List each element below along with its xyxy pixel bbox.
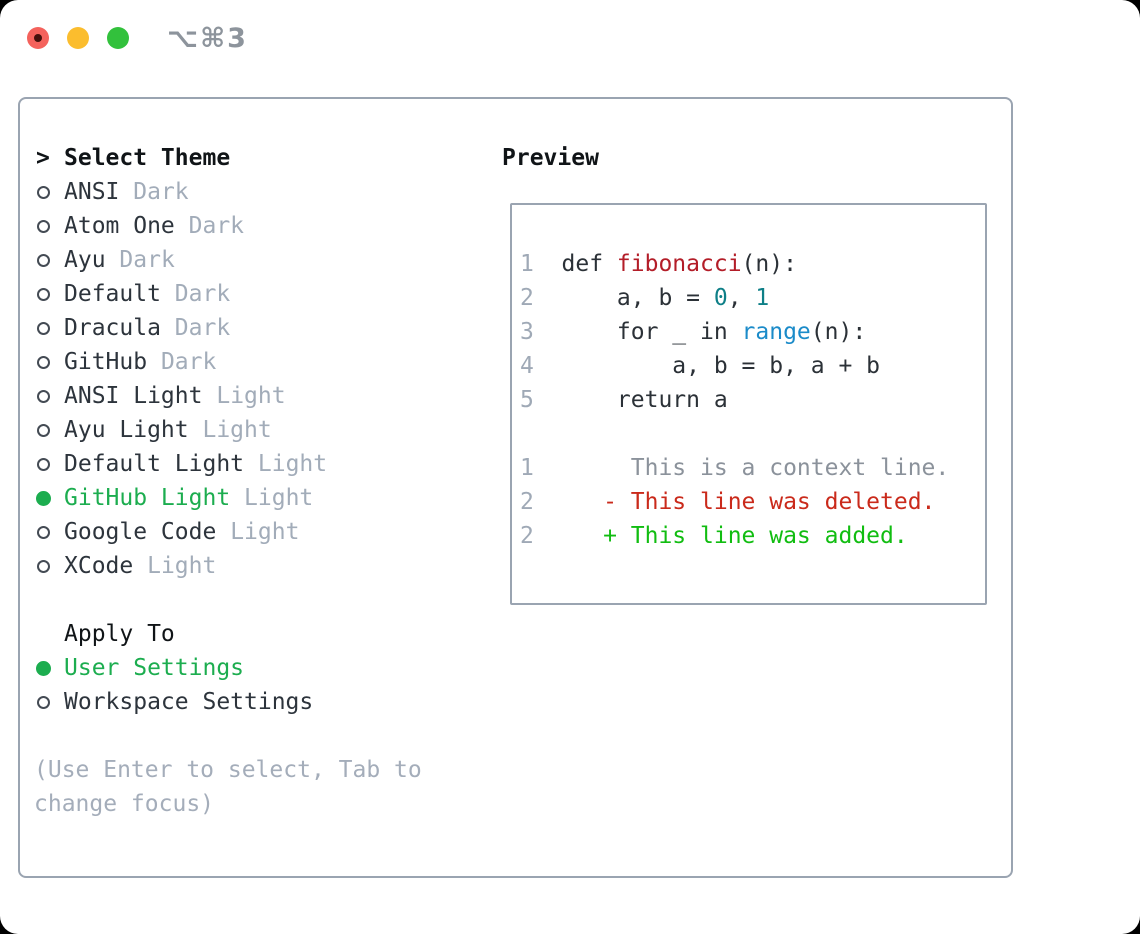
keyboard-hint-line2: change focus) (34, 791, 215, 817)
theme-variant-label: Light (230, 519, 300, 545)
radio-unselected-icon (34, 311, 64, 345)
theme-list: > Select Theme ANSI Dark Atom One Dark A… (34, 141, 422, 821)
theme-option-dracula-dark[interactable]: Dracula Dark (34, 311, 422, 345)
window-shortcut-label: ⌥⌘3 (167, 22, 248, 54)
theme-picker-panel: > Select Theme ANSI Dark Atom One Dark A… (18, 97, 1013, 878)
prompt-marker: > (34, 141, 64, 175)
radio-unselected-icon (34, 209, 64, 243)
builtin-token: range (741, 319, 811, 345)
line-number: 2 (520, 489, 534, 515)
apply-to-title: Apply To (64, 621, 175, 647)
radio-selected-icon (34, 651, 64, 685)
code-line: 2 a, b = 0, 1 (520, 281, 977, 315)
theme-variant-label: Dark (160, 349, 217, 375)
function-name-token: fibonacci (616, 251, 742, 277)
diff-context-line: 1 This is a context line. (520, 451, 977, 485)
line-number: 1 (520, 251, 534, 277)
code-line: 4 a, b = b, a + b (520, 349, 977, 383)
radio-unselected-icon (34, 515, 64, 549)
apply-option-workspace-settings[interactable]: Workspace Settings (34, 685, 422, 719)
theme-option-ansi-light[interactable]: ANSI Light Light (34, 379, 422, 413)
radio-unselected-icon (34, 243, 64, 277)
theme-option-ayu-dark[interactable]: Ayu Dark (34, 243, 422, 277)
theme-list-title-row: > Select Theme (34, 141, 422, 175)
code-line: 3 for _ in range(n): (520, 315, 977, 349)
theme-variant-label: Light (202, 417, 272, 443)
zoom-button-icon[interactable] (107, 27, 129, 49)
apply-to-title-row: Apply To (34, 617, 422, 651)
radio-unselected-icon (34, 447, 64, 481)
diff-deleted-line: 2 - This line was deleted. (520, 485, 977, 519)
number-literal-token: 1 (755, 285, 770, 311)
theme-variant-label: Dark (188, 213, 245, 239)
radio-selected-icon (34, 481, 64, 515)
line-number: 5 (520, 387, 534, 413)
theme-variant-label: Light (257, 451, 328, 477)
radio-unselected-icon (34, 685, 64, 719)
radio-unselected-icon (34, 345, 64, 379)
line-number: 4 (520, 353, 534, 379)
theme-option-ayu-light[interactable]: Ayu Light Light (34, 413, 422, 447)
line-number: 3 (520, 319, 534, 345)
number-literal-token: 0 (713, 285, 728, 311)
theme-variant-label: Dark (133, 179, 189, 205)
line-number: 2 (520, 285, 534, 311)
minimize-button-icon[interactable] (67, 27, 89, 49)
theme-option-atom-one-dark[interactable]: Atom One Dark (34, 209, 422, 243)
radio-unselected-icon (34, 277, 64, 311)
prompt-icon: > (36, 145, 50, 171)
preview-title: Preview (502, 145, 599, 171)
theme-variant-label: Light (244, 485, 314, 511)
theme-variant-label: Dark (119, 247, 175, 273)
page-title: Select Theme (64, 145, 231, 171)
theme-option-ansi-dark[interactable]: ANSI Dark (34, 175, 422, 209)
theme-option-default-dark[interactable]: Default Dark (34, 277, 422, 311)
theme-option-default-light[interactable]: Default Light Light (34, 447, 422, 481)
apply-option-user-settings[interactable]: User Settings (34, 651, 422, 685)
line-number: 1 (520, 455, 534, 481)
radio-unselected-icon (34, 549, 64, 583)
close-button-icon[interactable] (27, 27, 49, 49)
theme-option-github-dark[interactable]: GitHub Dark (34, 345, 422, 379)
theme-option-github-light-selected[interactable]: GitHub Light Light (34, 481, 422, 515)
titlebar: ⌥⌘3 (27, 23, 248, 54)
radio-unselected-icon (34, 175, 64, 209)
diff-added-line: 2 + This line was added. (520, 519, 977, 553)
theme-variant-label: Dark (174, 281, 231, 307)
code-line: 5 return a (520, 383, 977, 417)
theme-option-google-code-light[interactable]: Google Code Light (34, 515, 422, 549)
theme-variant-label: Light (216, 383, 286, 409)
keyboard-hint-line1: (Use Enter to select, Tab to (34, 757, 422, 783)
theme-variant-label: Dark (174, 315, 231, 341)
theme-option-xcode-light[interactable]: XCode Light (34, 549, 422, 583)
radio-unselected-icon (34, 413, 64, 447)
theme-variant-label: Light (147, 553, 217, 579)
line-number: 2 (520, 523, 534, 549)
radio-unselected-icon (34, 379, 64, 413)
